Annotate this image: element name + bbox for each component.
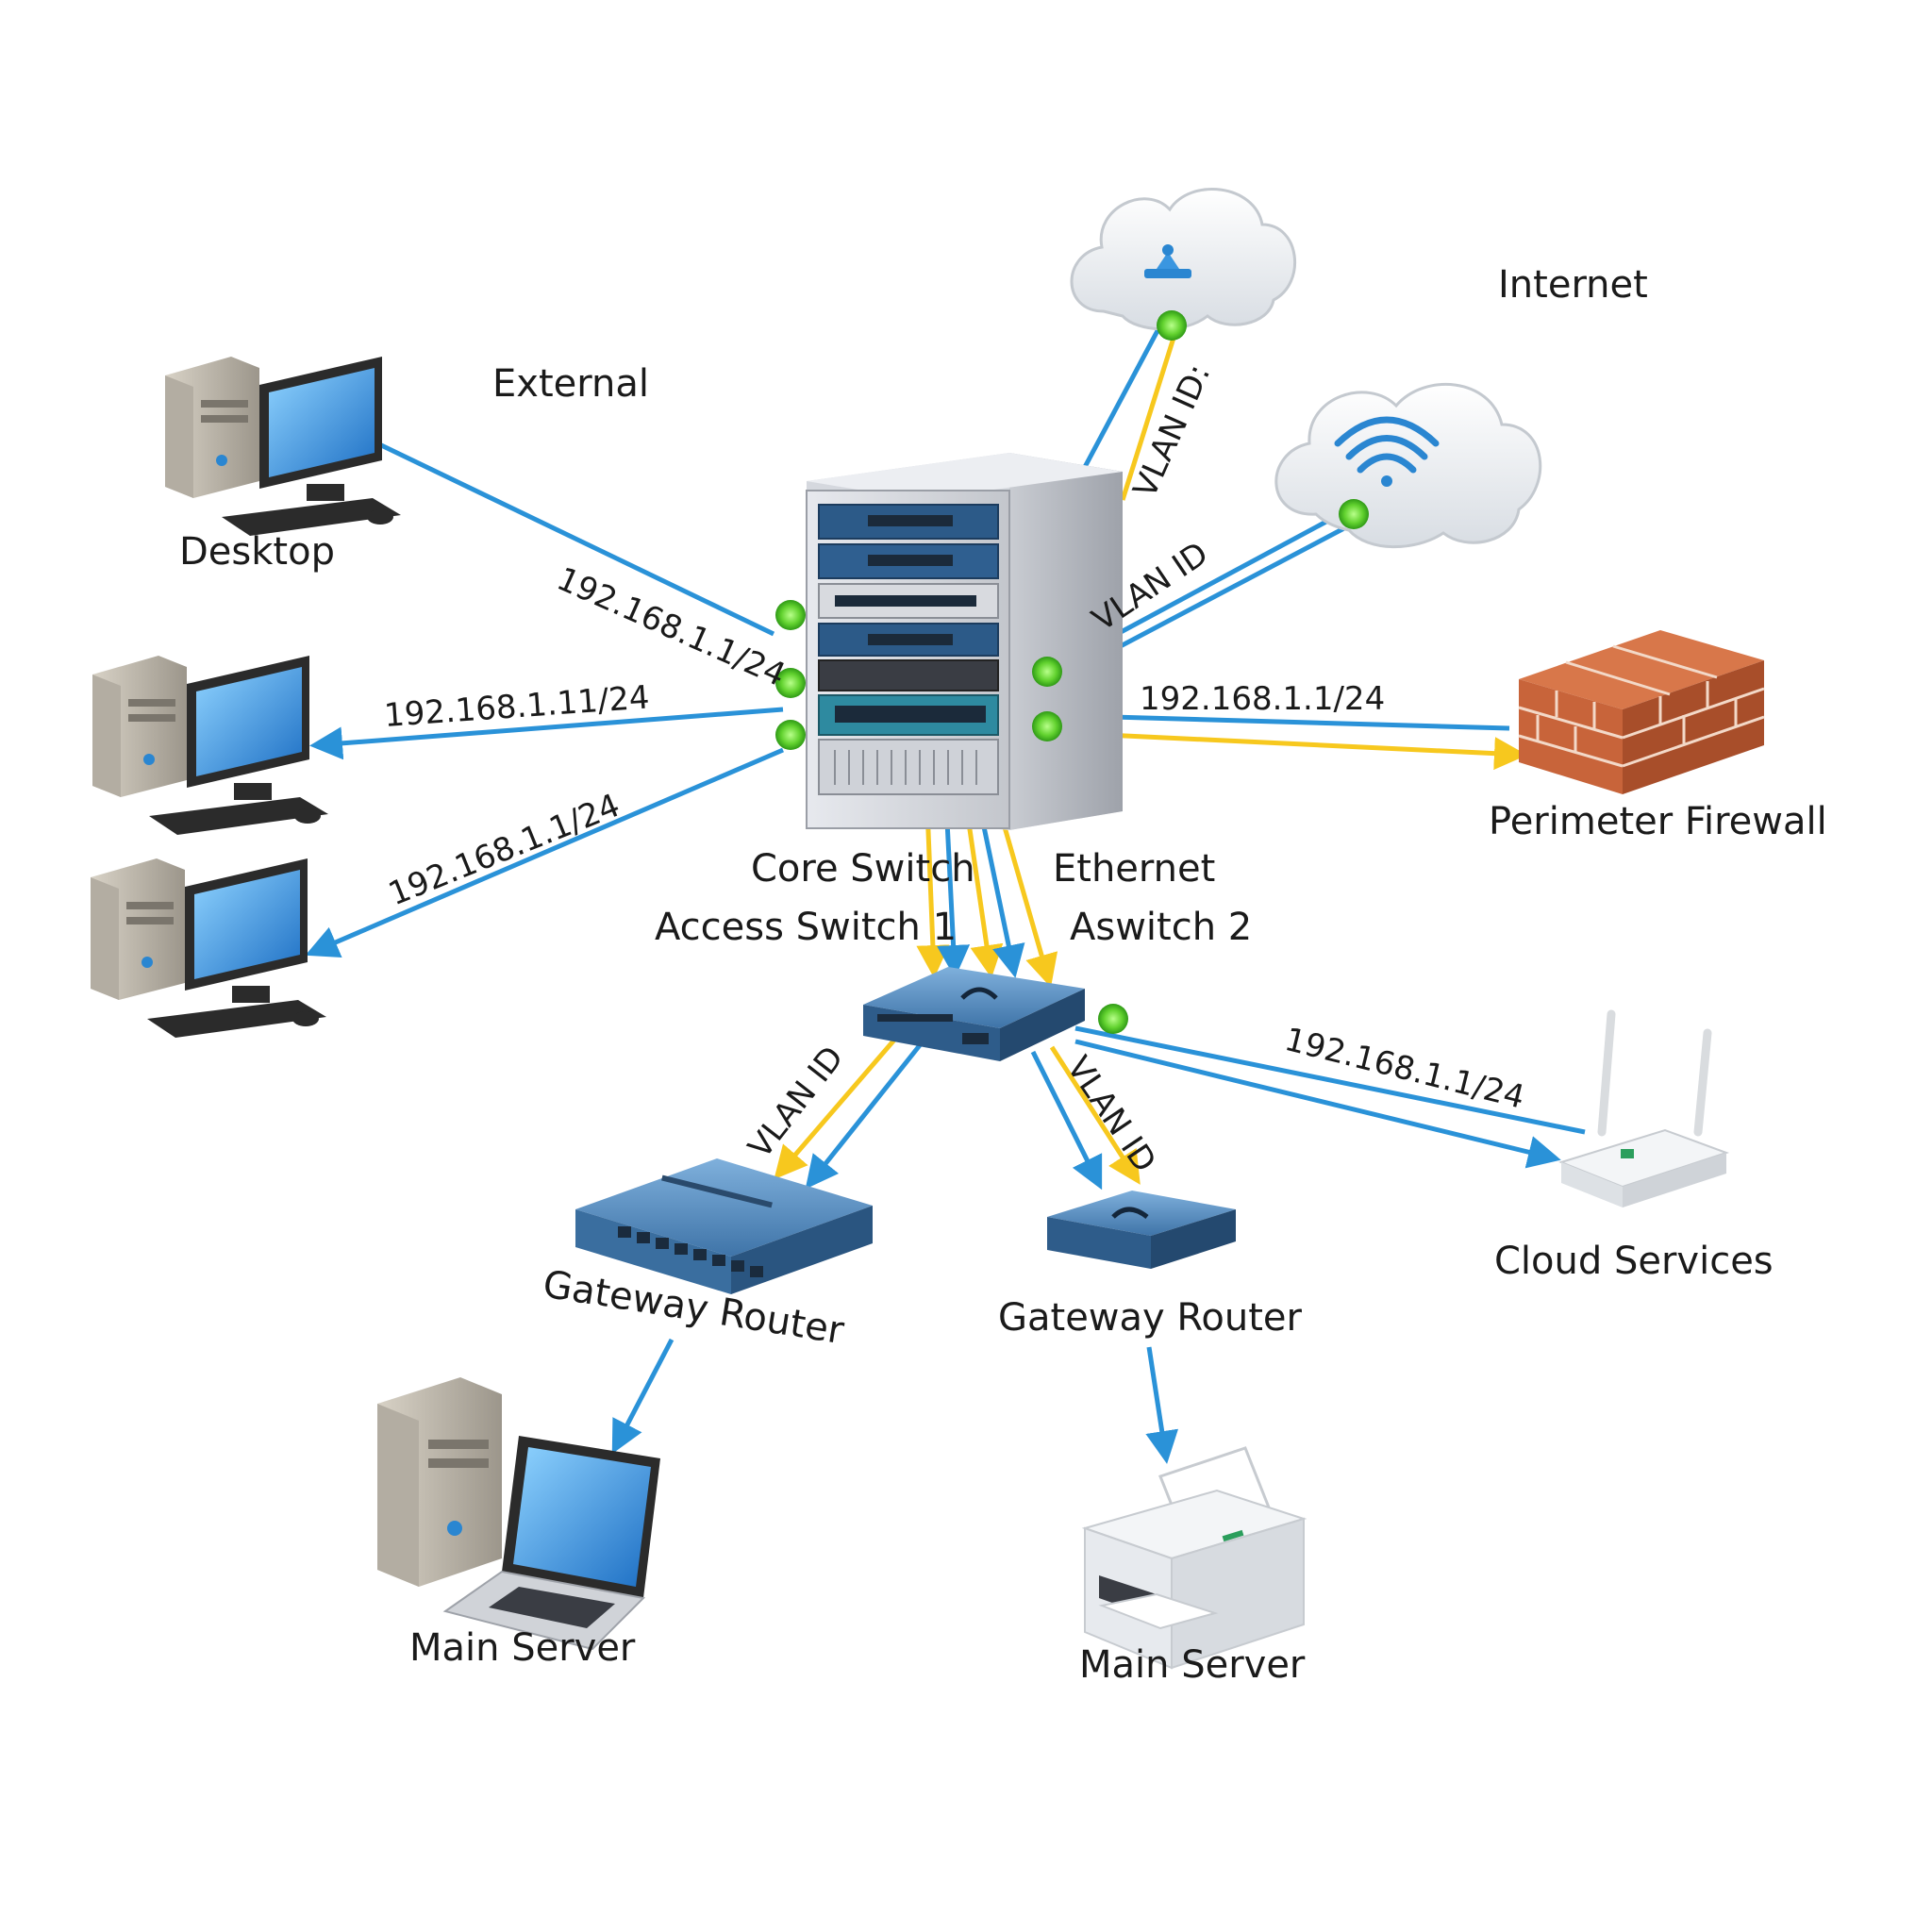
link-label-right-router-vlan: VLAN ID (1059, 1050, 1164, 1179)
router-icon (1047, 1191, 1236, 1269)
port-indicators (775, 310, 1369, 1034)
desktop-computer-icon (92, 656, 328, 835)
link-core-internet-yellow (1120, 334, 1177, 501)
label-external: External (492, 362, 649, 406)
label-cloud-services: Cloud Services (1494, 1240, 1774, 1283)
link-label-firewall-ip: 192.168.1.1/24 (1140, 680, 1385, 718)
network-switch-icon (863, 967, 1085, 1061)
port-indicator (1032, 711, 1062, 741)
core-switch-rack[interactable] (806, 453, 1123, 830)
link-desktop-core (375, 441, 775, 637)
printer-icon (1081, 1446, 1307, 1670)
desktop-computer-icon (91, 858, 326, 1038)
router-icon (1144, 244, 1191, 278)
label-aswitch-2: Aswitch 2 (1070, 906, 1252, 949)
label-ethernet: Ethernet (1053, 847, 1215, 891)
port-indicator (1339, 499, 1369, 529)
desktop-top[interactable] (165, 357, 401, 536)
cloud-services-device[interactable] (1558, 1009, 1730, 1208)
laptop-icon (442, 1436, 660, 1651)
desktop-computer-icon (377, 1377, 502, 1587)
link-rightrouter-printer (1145, 1346, 1179, 1464)
label-perimeter-firewall: Perimeter Firewall (1489, 800, 1827, 843)
link-core-pc3 (305, 747, 784, 958)
link-core-firewall-blue (1046, 712, 1510, 731)
link-switch-cloudservices-1 (1074, 1025, 1586, 1135)
label-desktop: Desktop (179, 530, 335, 574)
link-core-internet-blue (1082, 324, 1163, 469)
gateway-router-right[interactable] (1047, 1191, 1236, 1269)
label-gateway-router-right: Gateway Router (998, 1296, 1303, 1340)
port-indicator (1098, 1004, 1128, 1034)
brick-wall-icon (1518, 630, 1765, 794)
wifi-cloud[interactable] (1274, 383, 1542, 549)
link-core-pc2 (309, 707, 784, 760)
router-icon (1558, 1009, 1730, 1208)
port-indicator (775, 668, 806, 698)
link-label-pc2-ip: 192.168.1.11/24 (383, 678, 651, 735)
label-internet: Internet (1498, 263, 1648, 307)
cloud-icon (1070, 188, 1297, 331)
internet-cloud[interactable] (1070, 188, 1297, 331)
link-switch-leftrouter-blue (805, 1043, 922, 1190)
port-indicator (775, 600, 806, 630)
access-switch[interactable] (863, 967, 1085, 1061)
link-core-firewall-yellow (1046, 729, 1527, 771)
link-switch-rightrouter-yellow (1049, 1045, 1141, 1185)
main-server-left-device[interactable] (377, 1377, 660, 1651)
link-label-internet-vlan: VLAN ID: (1126, 358, 1219, 503)
link-leftrouter-mainserver (611, 1338, 675, 1455)
label-core-switch: Core Switch (751, 847, 975, 891)
main-server-right-device[interactable] (1081, 1446, 1307, 1670)
link-switch-cloudservices-2 (1074, 1039, 1561, 1169)
wifi-icon (1334, 416, 1440, 487)
label-access-switch-1: Access Switch 1 (655, 906, 957, 949)
link-label-pc3-ip: 192.168.1.1/24 (383, 787, 625, 914)
perimeter-firewall[interactable] (1518, 630, 1765, 794)
port-indicator (1032, 657, 1062, 687)
network-switch-icon (575, 1158, 873, 1294)
link-switch-rightrouter-blue (1030, 1050, 1103, 1191)
link-label-left-router-vlan: VLAN ID (741, 1040, 852, 1166)
desktop-bottom[interactable] (91, 858, 326, 1038)
desktop-computer-icon (165, 357, 401, 536)
port-indicator (1157, 310, 1187, 341)
desktop-middle[interactable] (92, 656, 328, 835)
gateway-router-left[interactable] (575, 1158, 873, 1294)
link-switch-leftrouter-yellow (774, 1036, 898, 1180)
server-rack-icon (806, 453, 1123, 830)
label-main-server-right: Main Server (1079, 1643, 1306, 1687)
port-indicator (775, 720, 806, 750)
label-main-server-left: Main Server (409, 1626, 636, 1670)
